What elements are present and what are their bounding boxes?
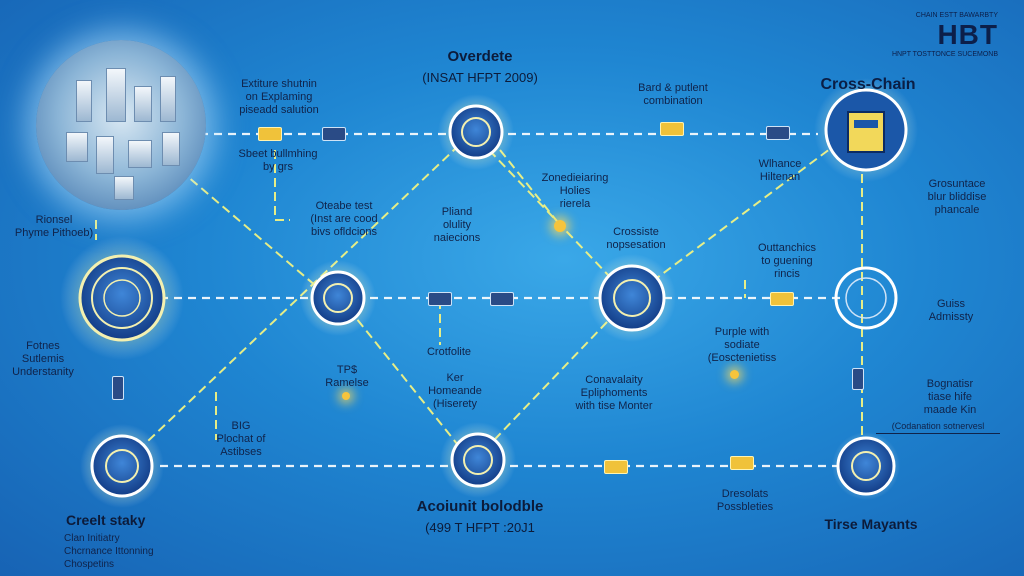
label-fotnes: Fotnes Sutlemis Understanity [12,340,74,378]
label-pisg: TP$ Ramelse [325,364,369,389]
label-rionsel: Rionsel Phyme Pithoeb) [14,214,94,239]
node-chip [428,292,452,306]
node-chip [770,292,794,306]
label-codanation: (Codanation sotnervesl [876,420,1000,434]
label-zonedr: Zonedieiaring Holies rierela [541,172,609,210]
node-chip [852,368,864,390]
label-city-top: Extiture shutnin on Explaming piseadd sa… [239,78,319,116]
network-node-group [60,78,918,508]
city-globe-image [36,40,206,210]
glow-dot [342,392,350,400]
right-bottom-title: Tirse Mayants [824,516,918,532]
label-outtanchics: Outtanchics to guening rincis [757,242,817,280]
label-conavaity: Conavalaity Epliphoments with tise Monte… [575,374,653,412]
label-crolaile: Crotfolite [426,346,472,358]
node-chip [604,460,628,474]
label-pliand: Pliand olulity naiecions [433,206,481,244]
title-top: Overdete [447,48,513,65]
node-chip [112,376,124,400]
label-bognatsr: Bognatisr tiase hife maade Kin [923,378,977,416]
logo-tagline-bottom: HNPT TOSTTONCE SUCEMONB [891,51,998,58]
glow-dot [730,370,739,379]
logo-mark: HBT [937,19,998,50]
label-guisos: Guiss Admissty [928,298,974,323]
label-grosuntace: Grosuntace blur bliddise phancale [927,178,987,216]
node-chip [322,127,346,141]
title-bottom: Acoiunit bolodble [416,498,544,515]
label-big: BIG Plochat of Astibses [216,420,266,458]
node-chip [730,456,754,470]
node-chip [766,126,790,140]
cross-chain-title: Cross-Chain [820,76,916,93]
credit-title: Creelt staky [66,512,146,528]
title-bottom-subtitle: (499 T HFPT :20J1 [425,520,535,535]
label-dresolats: Dresolats Possbleties [716,488,774,513]
label-purple: Purple with sodiate (Eosctenietiss [707,326,777,364]
node-chip [258,127,282,141]
node-chip [660,122,684,136]
label-city-under: Sbeet bullmhing by grs [238,148,318,173]
node-chip [490,292,514,306]
title-top-subtitle: (INSAT HFPT 2009) [422,70,538,85]
label-opsabe: Oteabe test (Inst are cood bivs ofldcion… [310,200,378,238]
brand-logo: CHAIN ESTT BAWARBTY HBT HNPT TOSTTONCE S… [872,12,998,58]
glow-dot [554,220,566,232]
label-bard: Bard & putlent combination [638,82,708,107]
label-wihance: Wlhance Hiltenan [758,158,802,183]
label-credit-sub: Clan Initiatry Chcrnance Ittonning Chosp… [64,533,154,570]
label-ker: Ker Homeande (Hiserety [428,372,482,410]
logo-tagline-top: CHAIN ESTT BAWARBTY [915,12,998,19]
label-crossiste: Crossiste nopsesation [606,226,666,251]
